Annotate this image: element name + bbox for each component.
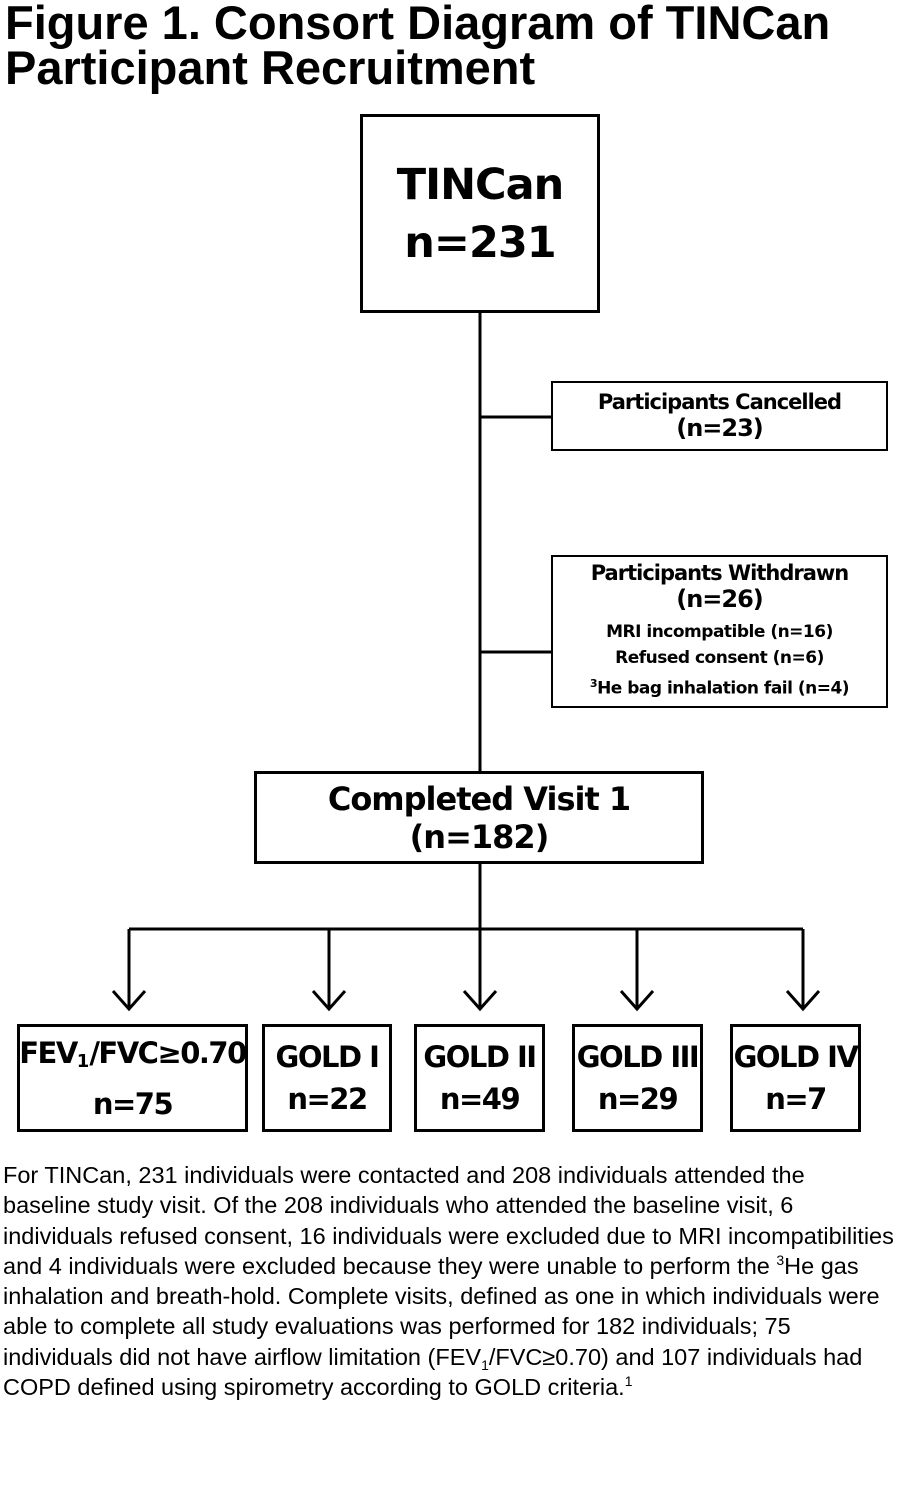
cancelled-text: Participants Cancelled (n=23) — [553, 390, 886, 442]
group-box-gold-4: GOLD IV n=7 — [730, 1024, 861, 1132]
fev-text: FEV — [19, 1035, 78, 1070]
completed-visit-box: Completed Visit 1 (n=182) — [254, 771, 704, 864]
group-label-gold-1: GOLD I — [275, 1040, 380, 1074]
withdrawn-reason-inhalation: 3He bag inhalation fail (n=4) — [589, 671, 850, 702]
helium-superscript: 3 — [589, 677, 598, 691]
group-count-gold-1: n=22 — [287, 1082, 368, 1116]
caption-fev-subscript: 1 — [481, 1356, 489, 1373]
tincan-count: n=231 — [404, 217, 556, 268]
group-label-normal-airflow: FEV1/FVC≥0.70 — [19, 1032, 247, 1083]
withdrawn-box: Participants Withdrawn (n=26) MRI incomp… — [551, 555, 888, 708]
group-count-gold-4: n=7 — [765, 1082, 827, 1116]
caption-helium-superscript: 3 — [776, 1251, 785, 1268]
arrowhead-2 — [462, 990, 498, 1012]
caption-part-3: /FVC≥0.70) and 107 individuals had COPD … — [3, 1343, 863, 1401]
withdrawn-count: (n=26) — [676, 585, 764, 614]
group-box-gold-3: GOLD III n=29 — [572, 1024, 703, 1132]
group-box-gold-1: GOLD I n=22 — [262, 1024, 392, 1132]
group-count-gold-3: n=29 — [597, 1082, 679, 1116]
cancelled-count: (n=23) — [676, 414, 764, 442]
cancelled-box: Participants Cancelled (n=23) — [551, 381, 888, 451]
arrowhead-1 — [311, 990, 347, 1012]
completed-label: Completed Visit 1 (n=182) — [327, 779, 631, 856]
arrowhead-4 — [785, 990, 821, 1012]
withdrawn-reason-consent: Refused consent (n=6) — [615, 648, 824, 669]
caption-part-1: For TINCan, 231 individuals were contact… — [3, 1162, 894, 1279]
arrowhead-0 — [111, 990, 147, 1012]
withdrawn-reason-mri: MRI incompatible (n=16) — [606, 622, 833, 643]
tincan-label: TINCan — [396, 159, 565, 210]
tincan-total-box: TINCan n=231 — [360, 114, 600, 313]
group-box-gold-2: GOLD II n=49 — [414, 1024, 545, 1132]
withdrawn-heading: Participants Withdrawn (n=26) — [553, 561, 886, 613]
withdrawn-label: Participants Withdrawn — [590, 561, 850, 586]
withdrawn-reason-inhalation-text: He bag inhalation fail (n=4) — [597, 678, 850, 699]
figure-caption: For TINCan, 231 individuals were contact… — [3, 1160, 898, 1402]
arrowhead-3 — [619, 990, 655, 1012]
caption-part-2: He gas inhalation and breath-hold. Compl… — [3, 1252, 880, 1370]
caption-reference-superscript: 1 — [624, 1373, 633, 1390]
cancelled-label: Participants Cancelled — [597, 390, 842, 414]
group-count-gold-2: n=49 — [439, 1082, 521, 1116]
group-count-normal-airflow: n=75 — [92, 1086, 174, 1121]
group-label-gold-4: GOLD IV — [733, 1040, 859, 1074]
fev-subscript: 1 — [76, 1050, 90, 1072]
figure-title: Figure 1. Consort Diagram of TINCan Part… — [5, 0, 831, 94]
group-label-gold-3: GOLD III — [576, 1040, 700, 1074]
group-box-normal-airflow: FEV1/FVC≥0.70 n=75 — [17, 1024, 248, 1132]
fvc-ratio-text: /FVC≥0.70 — [89, 1035, 247, 1070]
group-label-gold-2: GOLD II — [423, 1040, 537, 1074]
